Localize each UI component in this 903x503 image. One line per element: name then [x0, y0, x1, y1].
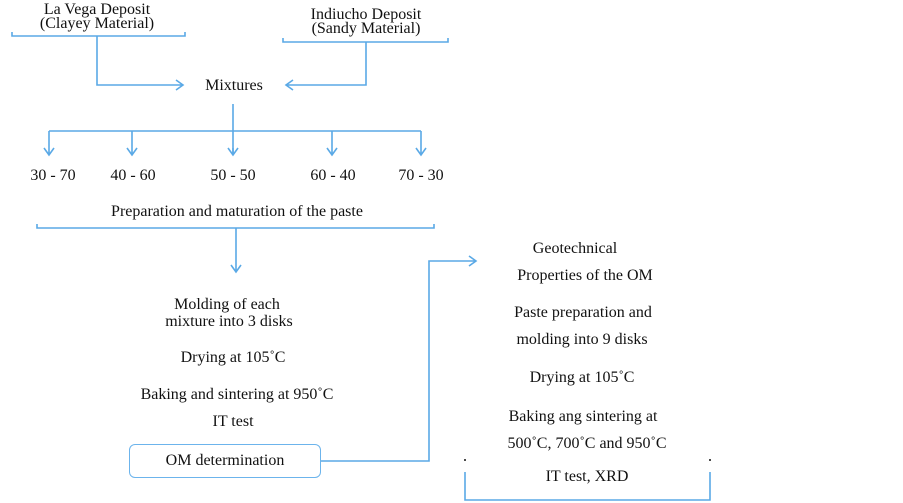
drying-step: Drying at 105˚C	[180, 349, 286, 366]
right-source-title: Indiucho Deposit	[310, 6, 422, 23]
paste-step-line2: molding into 9 disks	[516, 331, 648, 348]
paste-step-line1: Paste preparation and	[514, 304, 652, 321]
preparation-step: Preparation and maturation of the paste	[111, 203, 363, 220]
molding-step-line2: mixture into 3 disks	[165, 313, 293, 330]
ratio-label: 70 - 30	[398, 167, 444, 184]
ratio-arrow	[126, 131, 138, 157]
geotechnical-title-line1: Geotechnical	[532, 240, 618, 257]
ratio-label: 30 - 70	[30, 167, 76, 184]
right-source-subtitle: (Sandy Material)	[311, 20, 421, 37]
ratio-label: 50 - 50	[210, 167, 256, 184]
ratio-arrow	[326, 131, 338, 157]
left-source-subtitle: (Clayey Material)	[39, 15, 155, 32]
ratio-arrow	[415, 131, 427, 157]
om-determination-box: OM determination	[129, 444, 321, 478]
ratio-label: 40 - 60	[110, 167, 156, 184]
om-to-geotechnical-arrow	[321, 255, 478, 462]
geotechnical-title-line2: Properties of the OM	[517, 267, 653, 284]
right-source-bracket	[282, 38, 449, 43]
baking-step: Baking and sintering at 950˚C	[140, 386, 334, 403]
dot-marker	[709, 459, 711, 461]
preparation-bracket	[36, 224, 435, 229]
left-to-mixtures-arrow	[96, 36, 185, 91]
right-baking-step-line1: Baking ang sintering at	[508, 408, 658, 425]
right-to-mixtures-arrow	[284, 42, 367, 91]
om-determination-label: OM determination	[165, 452, 285, 469]
ratio-arrows	[43, 131, 427, 157]
ratio-arrow	[227, 147, 239, 157]
mixtures-label: Mixtures	[205, 77, 263, 94]
right-baking-step-line2: 500˚C, 700˚C and 950˚C	[507, 435, 667, 452]
left-source-bracket	[11, 32, 186, 37]
right-test-step: IT test, XRD	[545, 468, 629, 485]
right-bottom-bracket	[464, 472, 711, 501]
left-source-title: La Vega Deposit	[43, 1, 151, 18]
dot-marker	[464, 459, 466, 461]
ratio-arrow	[43, 131, 55, 157]
right-drying-step: Drying at 105˚C	[529, 369, 635, 386]
molding-step-line1: Molding of each	[174, 296, 280, 313]
it-test-step: IT test	[212, 413, 254, 430]
preparation-down-arrow	[230, 228, 242, 274]
ratio-label: 60 - 40	[310, 167, 356, 184]
